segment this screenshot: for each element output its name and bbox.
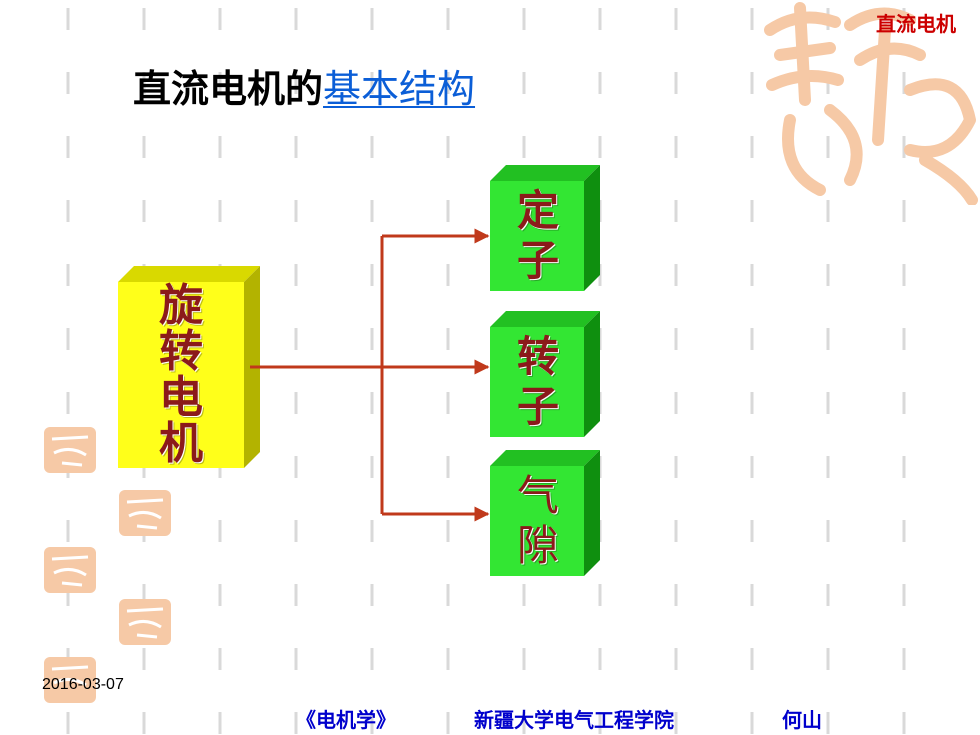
air-gap-label-line: 气 xyxy=(516,471,559,520)
air-gap-label: 气 隙 xyxy=(490,466,586,576)
title-prefix: 直流电机的 xyxy=(133,67,324,111)
rotor-label-line: 子 xyxy=(516,382,559,431)
decorative-seal-small xyxy=(44,427,96,473)
footer-school: 新疆大学电气工程学院 xyxy=(474,708,674,732)
decorative-seal-small xyxy=(119,490,171,536)
rotor-label-line: 转 xyxy=(516,332,559,381)
footer-book-title: 《电机学》 xyxy=(296,708,396,732)
decorative-seal-small xyxy=(44,657,96,703)
rotor-label: 转 子 xyxy=(490,327,586,437)
root-box xyxy=(118,266,260,468)
root-label-line: 转 xyxy=(159,326,203,377)
course-label: 直流电机 xyxy=(876,12,956,36)
air-gap-label-line: 隙 xyxy=(516,521,559,570)
child-box-stator xyxy=(490,165,600,291)
root-label-line: 旋 xyxy=(159,280,203,331)
stator-label-line: 子 xyxy=(516,236,559,285)
connectors xyxy=(250,228,490,522)
child-box-gap xyxy=(490,450,600,576)
decorative-seal-small xyxy=(44,547,96,593)
root-box-face xyxy=(118,282,244,468)
slide-title: 直流电机的基本结构 xyxy=(133,58,475,113)
root-label-line: 电 xyxy=(159,372,203,423)
title-link[interactable]: 基本结构 xyxy=(323,67,476,111)
child-box-rotor xyxy=(490,311,600,437)
decorative-seal-small xyxy=(119,599,171,645)
root-box-top xyxy=(118,266,260,282)
stator-label: 定 子 xyxy=(490,181,586,291)
slide-date: 2016-03-07 xyxy=(42,676,124,693)
root-label-line: 机 xyxy=(159,418,203,469)
decorative-seal-large xyxy=(764,2,978,205)
root-label: 旋 转 电 机 xyxy=(118,282,244,468)
stator-label-line: 定 xyxy=(516,186,559,235)
footer-author: 何山 xyxy=(782,708,822,732)
